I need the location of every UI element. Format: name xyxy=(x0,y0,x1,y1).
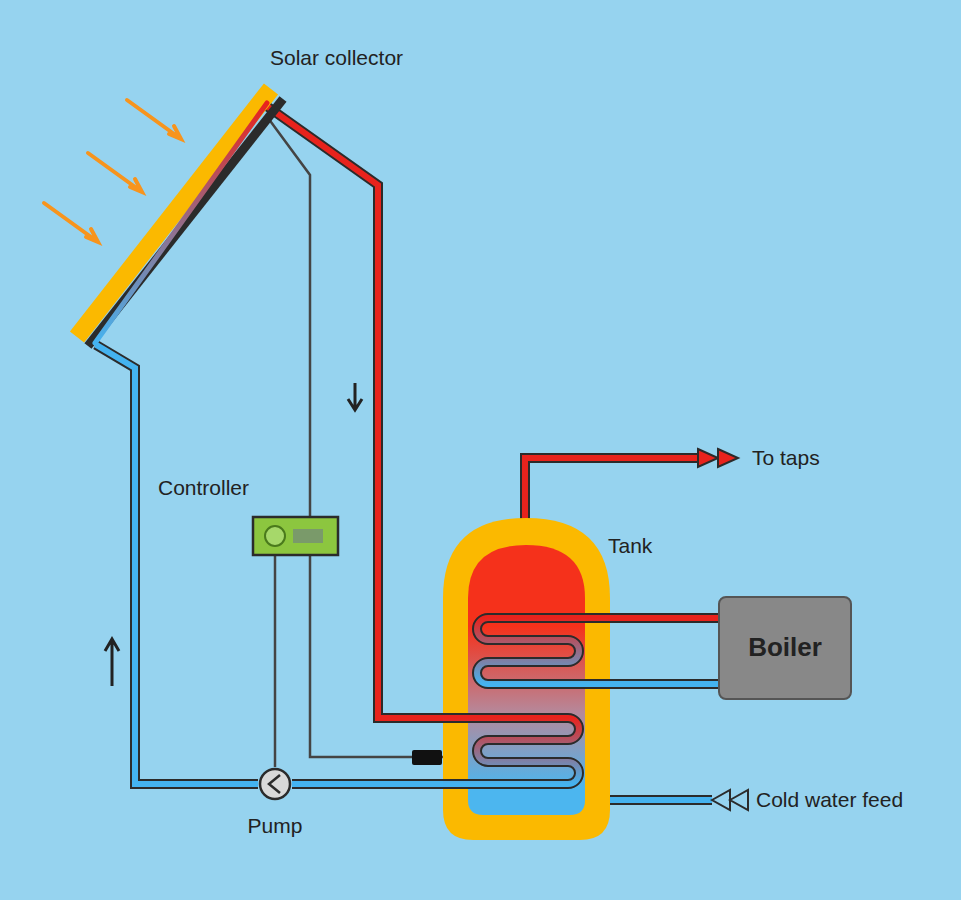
pump-wire xyxy=(275,555,276,767)
pipe-fill xyxy=(264,104,443,718)
flow-arrows xyxy=(105,383,362,686)
feed-pipe xyxy=(590,790,748,810)
storage-tank: Tank xyxy=(443,518,610,840)
collector-label: Solar collector xyxy=(270,45,403,70)
wire-line xyxy=(310,555,443,757)
pipe-outline xyxy=(610,613,718,623)
solar-collector-shape xyxy=(55,75,295,365)
tank-sensor-wire xyxy=(310,555,443,757)
wire-line xyxy=(274,555,277,767)
solar-collector: Solar collector xyxy=(55,75,295,365)
controller-box: Controller xyxy=(253,517,338,555)
pump-label: Pump xyxy=(248,813,303,838)
wire-line xyxy=(266,116,310,517)
pipe-outline xyxy=(292,779,443,789)
pipe-fill xyxy=(292,781,443,787)
collector-sensor-wire xyxy=(266,116,310,517)
pipe-fill xyxy=(610,681,718,687)
pipe-fill xyxy=(96,345,258,784)
pump-symbol-shape xyxy=(258,767,292,801)
outlet-label: To taps xyxy=(752,445,820,470)
pump-symbol: Pump xyxy=(258,767,292,801)
pipe-fill xyxy=(610,615,718,621)
boiler-label: Boiler xyxy=(748,632,822,663)
cold-pipe xyxy=(96,345,258,784)
hot-pipe xyxy=(264,104,443,718)
tank-sensor xyxy=(412,750,442,765)
boiler-return-pipe xyxy=(610,684,718,685)
pipe-outline xyxy=(264,104,443,718)
tap-pipe xyxy=(525,449,738,524)
inlet-label: Cold water feed xyxy=(756,787,903,812)
pipe-outline xyxy=(610,679,718,689)
boiler-box: Boiler xyxy=(718,596,852,700)
controller-label: Controller xyxy=(158,475,249,500)
storage-tank-shape xyxy=(443,518,610,840)
pipe-outline xyxy=(96,345,258,784)
boiler-flow-pipe xyxy=(610,618,718,619)
return-pipe xyxy=(292,784,443,785)
controller-box-shape xyxy=(253,517,338,555)
tank-label: Tank xyxy=(608,533,652,558)
